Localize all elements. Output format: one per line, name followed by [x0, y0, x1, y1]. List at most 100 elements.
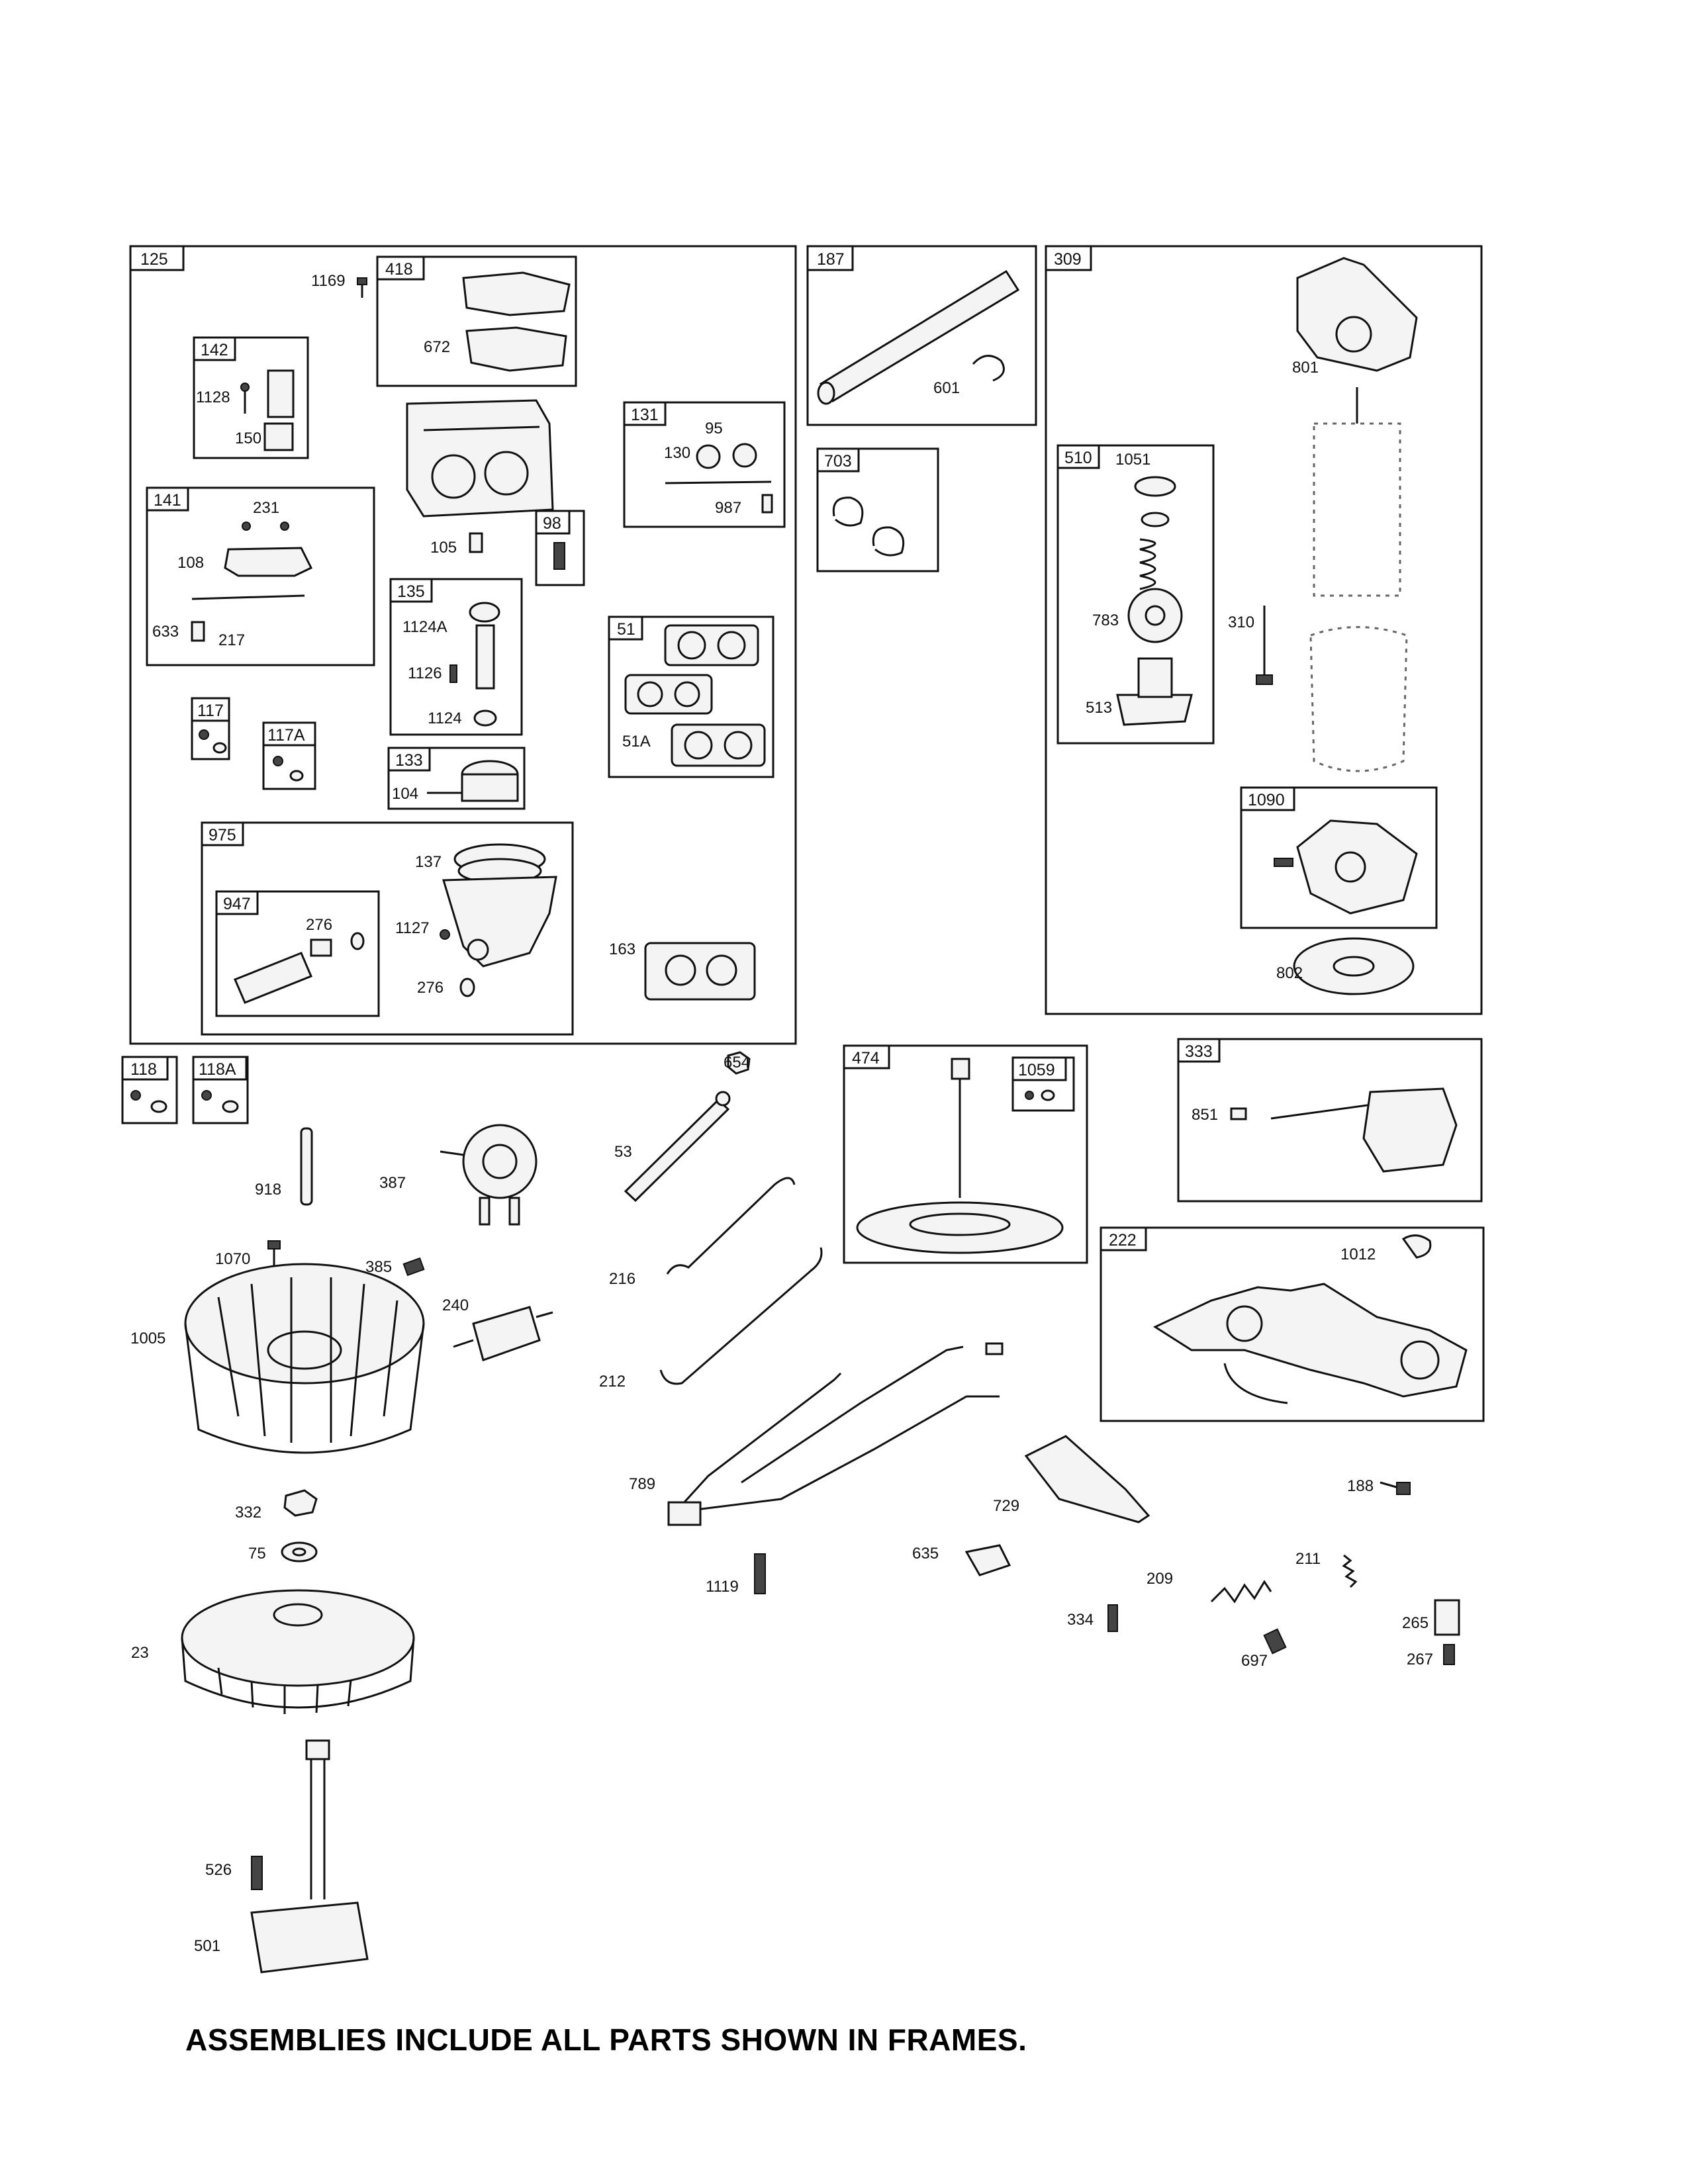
- callout-1127: 1127: [395, 919, 430, 937]
- callout-53: 53: [614, 1143, 632, 1161]
- flywheel-fan-1005-illustration: [184, 1263, 425, 1454]
- frame-tag-975: 975: [209, 826, 236, 844]
- callout-729: 729: [993, 1497, 1019, 1515]
- frame-tag-118A: 118A: [199, 1060, 236, 1079]
- callout-240: 240: [442, 1297, 469, 1314]
- frame-tag-947: 947: [223, 895, 251, 913]
- frame-tag-1090: 1090: [1248, 791, 1285, 809]
- bowl-133-illustration: [427, 760, 519, 802]
- callout-635: 635: [912, 1545, 939, 1563]
- frame-tag-141: 141: [154, 491, 181, 510]
- ignition-coil-333-illustration: [1230, 1087, 1458, 1173]
- frame-tag-135: 135: [397, 582, 425, 601]
- callout-23: 23: [131, 1644, 149, 1662]
- frame-tag-474: 474: [852, 1049, 880, 1068]
- frame-tag-125: 125: [140, 250, 168, 269]
- governor-control-222-illustration: [1152, 1234, 1468, 1404]
- callout-1119: 1119: [706, 1578, 739, 1596]
- small-parts-117-illustration: [199, 729, 304, 782]
- frame-309: 309: [1045, 245, 1483, 1015]
- frame-703: 703: [816, 447, 939, 572]
- screw-385-illustration: [402, 1257, 425, 1277]
- nut-654-illustration: [727, 1051, 751, 1075]
- callout-1124: 1124: [428, 709, 462, 727]
- frame-tag-418: 418: [385, 260, 413, 279]
- starter-armature-illustration: [1309, 387, 1408, 772]
- callout-1124A: 1124A: [402, 618, 447, 636]
- nut-332-illustration: [283, 1489, 318, 1517]
- callout-1005: 1005: [130, 1330, 165, 1347]
- wiring-harness-789-illustration: [667, 1342, 1004, 1526]
- frame-tag-131: 131: [631, 406, 659, 424]
- frame-tag-51: 51: [617, 620, 635, 639]
- callout-526: 526: [205, 1861, 232, 1879]
- callout-105: 105: [430, 539, 457, 557]
- frame-tag-703: 703: [824, 452, 852, 471]
- callout-104: 104: [392, 785, 418, 803]
- frame-131: 131: [623, 401, 786, 528]
- fuel-filter-240-illustration: [453, 1306, 553, 1361]
- solenoid-947-illustration: [234, 932, 365, 1004]
- callout-1051: 1051: [1115, 451, 1150, 469]
- frame-125: 125: [129, 245, 797, 1045]
- bracket-142-illustration: [240, 369, 295, 451]
- frame-tag-118: 118: [130, 1060, 157, 1079]
- screw-1169-illustration: [357, 277, 367, 298]
- callout-276-bowl: 276: [417, 979, 444, 997]
- screw-334-illustration: [1107, 1604, 1118, 1632]
- callout-265: 265: [1402, 1614, 1429, 1632]
- callout-501: 501: [194, 1937, 220, 1955]
- regulator-501-illustration: [250, 1739, 369, 1974]
- plate-802-illustration: [1293, 937, 1415, 995]
- bracket-265-illustration: [1434, 1599, 1460, 1636]
- screw-1119-illustration: [754, 1553, 766, 1594]
- callout-601: 601: [933, 379, 960, 397]
- callout-310: 310: [1228, 614, 1254, 631]
- callout-513: 513: [1086, 699, 1112, 717]
- throttle-shaft-141-illustration: [191, 522, 313, 642]
- callout-137: 137: [415, 853, 442, 871]
- callouts: 1169 672 1128 150 231 108 633 217 105 95…: [130, 272, 1433, 1955]
- spark-plug-cap-635-illustration: [964, 1544, 1011, 1576]
- callout-654: 654: [724, 1054, 750, 1071]
- frame-118A: 118A: [192, 1056, 249, 1124]
- screw-526-illustration: [251, 1856, 263, 1890]
- callout-267: 267: [1407, 1651, 1433, 1668]
- callout-163: 163: [609, 940, 635, 958]
- callout-130: 130: [664, 444, 690, 462]
- hose-187-illustration: [817, 269, 1020, 405]
- fuel-pump-387-illustration: [440, 1124, 538, 1226]
- frame-tag-309: 309: [1054, 250, 1082, 269]
- callout-334: 334: [1067, 1611, 1094, 1629]
- frame-tag-98: 98: [543, 514, 561, 533]
- callout-672: 672: [424, 338, 450, 356]
- frame-tag-117A: 117A: [267, 726, 305, 745]
- frame-tag-510: 510: [1064, 449, 1092, 467]
- callout-1169: 1169: [311, 272, 346, 290]
- frame-1059: 1059: [1011, 1056, 1075, 1112]
- gasket-set-418-illustration: [462, 271, 571, 372]
- callout-150: 150: [235, 430, 261, 447]
- frame-118: 118: [121, 1056, 178, 1124]
- frame-975: 975: [201, 821, 574, 1036]
- callout-276-solenoid: 276: [306, 916, 332, 934]
- frame-141: 141: [146, 486, 375, 666]
- callout-231: 231: [253, 499, 279, 517]
- washer-75-illustration: [281, 1541, 318, 1563]
- clips-703-illustration: [832, 496, 905, 557]
- frame-510: 510: [1056, 444, 1215, 745]
- screw-697-illustration: [1263, 1628, 1287, 1655]
- small-parts-118-illustration: [130, 1090, 239, 1113]
- link-212-illustration: [659, 1247, 823, 1385]
- frame-tag-142: 142: [201, 341, 228, 359]
- float-135-illustration: [449, 602, 500, 727]
- callout-211: 211: [1295, 1550, 1321, 1568]
- assemblies-footnote: ASSEMBLIES INCLUDE ALL PARTS SHOWN IN FR…: [185, 2023, 1027, 2057]
- frame-187: 187: [806, 245, 1037, 426]
- callout-789: 789: [629, 1475, 655, 1493]
- screw-267-illustration: [1443, 1644, 1455, 1665]
- callout-385: 385: [365, 1258, 392, 1276]
- frame-tag-187: 187: [817, 250, 845, 269]
- frame-tag-222: 222: [1109, 1231, 1137, 1250]
